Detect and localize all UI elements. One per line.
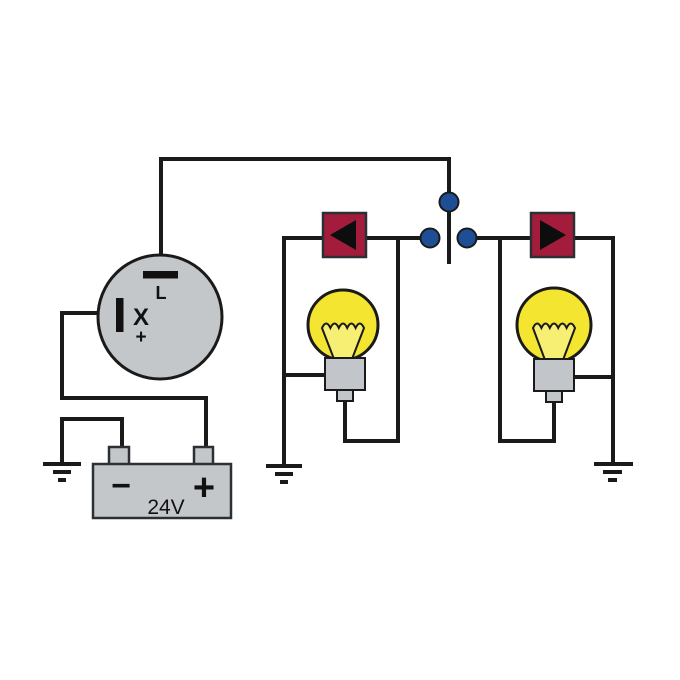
left-bulb-filament-icon — [320, 322, 366, 360]
right-turn-indicator — [529, 211, 576, 259]
relay-body — [96, 253, 224, 381]
wire-relay-to-battery-positive — [60, 311, 208, 451]
battery-body — [91, 462, 233, 520]
relay-terminal-X-bar — [116, 298, 124, 332]
battery-ground-icon — [43, 462, 81, 482]
turn-signal-switch — [419, 191, 478, 249]
right-bulb-filament-icon — [531, 322, 577, 361]
battery-voltage-label: 24V — [147, 496, 184, 519]
right-lamp — [515, 286, 593, 403]
switch-left-contact-icon — [419, 227, 441, 249]
battery-minus-label: − — [111, 467, 131, 505]
arrow-left-icon — [330, 220, 356, 250]
battery-plus-label: + — [193, 467, 215, 509]
wire-right-feed — [474, 236, 615, 464]
wire-right-lamp-loop — [498, 236, 556, 443]
relay-label-X: X — [133, 304, 149, 331]
battery: − + 24V — [91, 445, 233, 520]
wire-left-feed — [282, 236, 423, 464]
relay-terminal-L-bar — [143, 271, 178, 279]
battery-negative-post — [107, 445, 131, 467]
left-turn-indicator — [321, 211, 368, 259]
relay-label-plus: + — [135, 327, 146, 348]
arrow-right-icon — [540, 220, 566, 250]
right-bulb-socket — [533, 358, 575, 392]
left-bulb-socket — [324, 357, 366, 391]
wire-battery-negative-to-ground — [60, 417, 124, 464]
right-bulb-socket-tip — [545, 390, 563, 403]
switch-right-contact-icon — [456, 227, 478, 249]
switch-common-contact-icon — [438, 191, 460, 213]
left-lamp — [306, 288, 380, 402]
battery-positive-post — [192, 445, 215, 467]
wire-left-lamp-loop — [343, 236, 400, 443]
relay-label-L: L — [156, 283, 167, 303]
left-bulb-socket-tip — [336, 389, 354, 402]
left-lamp-ground-icon — [266, 464, 302, 484]
right-lamp-ground-icon — [594, 462, 633, 482]
flasher-relay: L X + — [96, 253, 224, 381]
wire-relay-to-switch — [159, 157, 451, 276]
